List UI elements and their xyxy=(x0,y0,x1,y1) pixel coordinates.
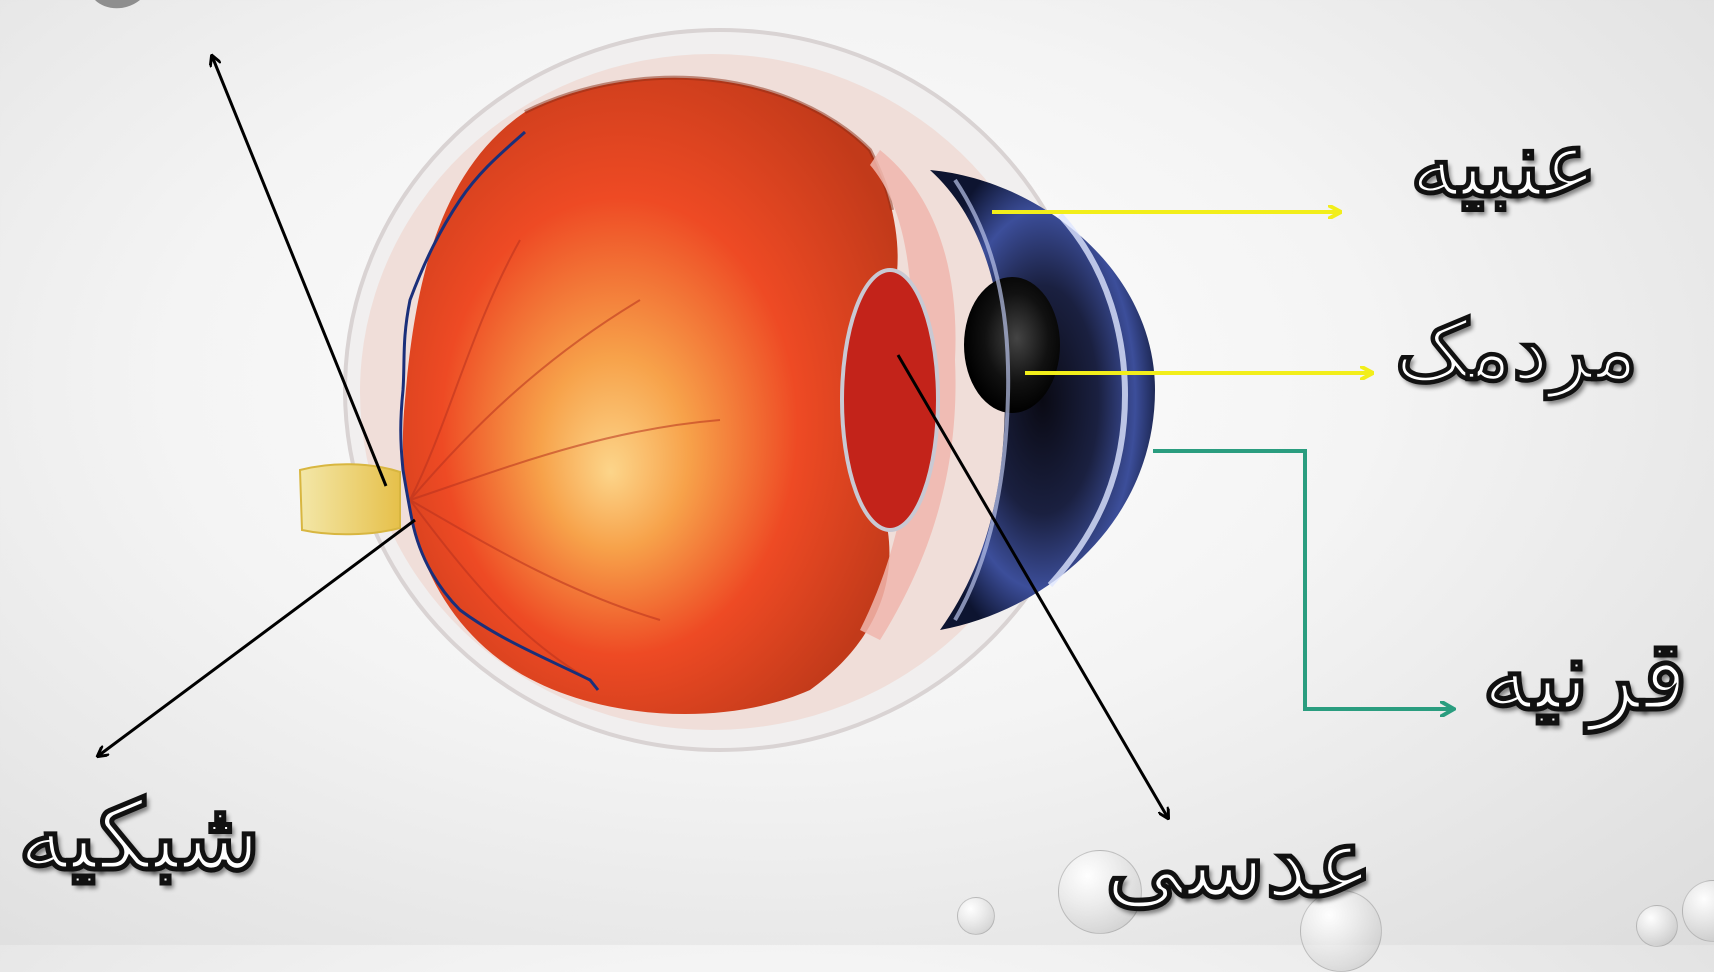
bubble-decoration xyxy=(957,897,995,935)
decorative-corner-circle xyxy=(95,0,140,8)
iris-label: عنبیه xyxy=(1410,118,1598,210)
retina-label: شبکیه xyxy=(18,788,261,884)
pupil xyxy=(964,277,1060,413)
retina-up-arrow xyxy=(212,56,386,486)
optic-nerve xyxy=(300,464,400,534)
cornea-arrow xyxy=(1153,451,1453,709)
pupil-label: مردمک xyxy=(1395,310,1638,392)
retina-arrow xyxy=(98,520,415,756)
lens-label: عدسی xyxy=(1105,815,1373,911)
bubble-decoration xyxy=(1636,905,1678,947)
cornea-label: قرنیه xyxy=(1482,628,1688,724)
eyeball-illustration xyxy=(300,30,1155,750)
vitreous-body xyxy=(403,78,898,714)
